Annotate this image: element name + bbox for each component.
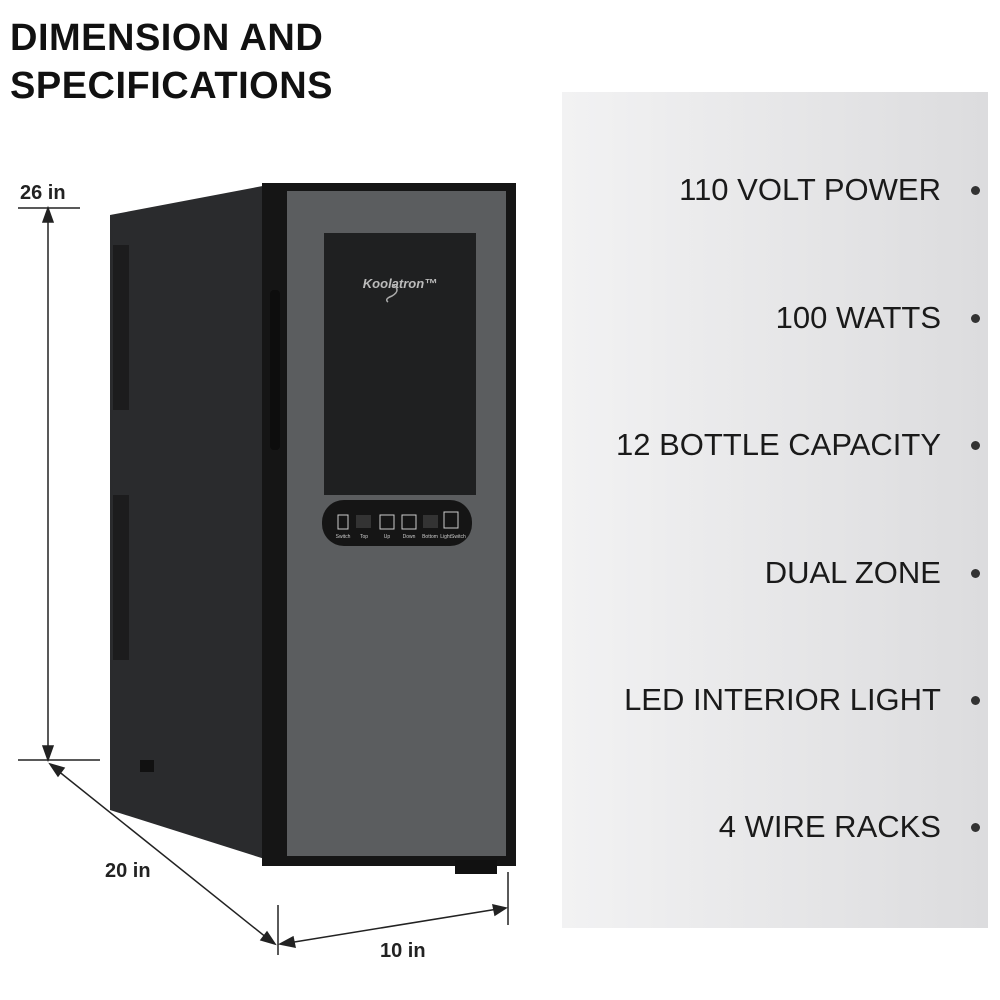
depth-label: 20 in xyxy=(105,860,151,882)
spec-item: LED INTERIOR LIGHT xyxy=(624,682,980,718)
specs-panel xyxy=(562,92,988,928)
svg-text:Down: Down xyxy=(403,534,416,540)
spec-item: 100 WATTS xyxy=(776,300,980,336)
door-handle xyxy=(270,290,280,450)
page-title: DIMENSION AND SPECIFICATIONS xyxy=(10,14,333,110)
bullet-icon xyxy=(971,695,980,705)
spec-item: 4 WIRE RACKS xyxy=(719,809,980,845)
bullet-icon xyxy=(971,313,980,323)
svg-text:Bottom: Bottom xyxy=(422,534,438,540)
control-panel xyxy=(322,500,472,546)
height-label: 26 in xyxy=(20,182,66,204)
title-line-2: SPECIFICATIONS xyxy=(10,65,333,107)
dimension-lines xyxy=(18,205,509,955)
bullet-icon xyxy=(971,185,980,195)
spec-item: DUAL ZONE xyxy=(765,555,980,591)
bullet-icon xyxy=(971,568,980,578)
svg-text:Switch: Switch xyxy=(336,534,351,540)
svg-text:LightSwitch: LightSwitch xyxy=(440,534,466,540)
spec-item: 110 VOLT POWER xyxy=(679,172,980,208)
svg-text:Top: Top xyxy=(360,534,368,540)
title-line-1: DIMENSION AND xyxy=(10,17,324,59)
spec-item: 12 BOTTLE CAPACITY xyxy=(616,427,980,463)
svg-text:Koolatron™: Koolatron™ xyxy=(363,276,437,291)
glass-window xyxy=(324,233,476,495)
fridge-side xyxy=(110,185,268,860)
bullet-icon xyxy=(971,822,980,832)
bullet-icon xyxy=(971,440,980,450)
width-label: 10 in xyxy=(380,940,426,962)
svg-text:Up: Up xyxy=(384,534,391,540)
